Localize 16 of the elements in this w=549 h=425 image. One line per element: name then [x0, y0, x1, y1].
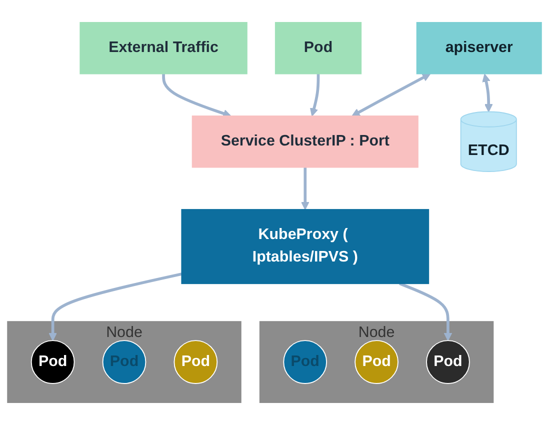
node-box: Service ClusterIP : Port	[192, 116, 418, 168]
arrow	[300, 167, 310, 210]
node-circle: Pod	[30, 340, 75, 384]
node-circle: Pod	[174, 340, 218, 384]
node-box: Pod	[274, 22, 362, 74]
arrow	[310, 74, 320, 116]
arrow	[162, 74, 232, 118]
node-circle: Pod	[354, 340, 398, 384]
node-box: apiserver	[416, 22, 542, 74]
node-box: KubeProxy ( Iptables/IPVS )	[181, 209, 430, 284]
node-circle: Pod	[426, 340, 470, 384]
node-box: External Traffic	[80, 22, 248, 74]
arrow	[48, 272, 182, 341]
arrow	[352, 74, 431, 116]
arrow	[399, 282, 452, 341]
arrow	[482, 74, 493, 112]
